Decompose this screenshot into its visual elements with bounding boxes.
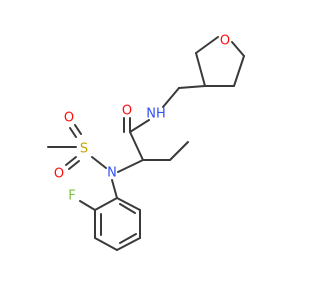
- fluorophenyl-ring: [94, 197, 141, 251]
- amide-nh-label: NH: [146, 107, 166, 122]
- sulfonyl-oxygen-bottom-label: O: [54, 167, 64, 182]
- bond: [94, 237, 118, 251]
- bond: [195, 36, 219, 54]
- bond: [65, 156, 77, 166]
- sulfur-label: S: [80, 142, 88, 157]
- bond: [68, 160, 80, 170]
- bond: [233, 55, 245, 87]
- sulfonamide-nitrogen-label: N: [107, 166, 117, 181]
- thf-ring: [195, 36, 245, 87]
- bond: [94, 197, 118, 211]
- fluorine-label: F: [68, 189, 75, 204]
- bond: [116, 237, 141, 251]
- sulfonyl-oxygen-top-label: O: [64, 111, 74, 126]
- bond: [162, 87, 180, 108]
- bond: [231, 41, 245, 57]
- bond: [129, 119, 150, 133]
- bond: [91, 156, 107, 169]
- bond: [119, 203, 136, 214]
- bond: [195, 52, 206, 87]
- molecule-structure: O O NH O S O N F: [47, 34, 245, 251]
- bond: [129, 131, 144, 161]
- bond: [79, 200, 96, 211]
- ring-oxygen-label: O: [220, 34, 230, 49]
- bond: [69, 127, 77, 138]
- amide-oxygen-label: O: [122, 104, 132, 119]
- bond: [116, 197, 141, 211]
- bond: [117, 159, 144, 173]
- bond: [119, 233, 137, 244]
- bond: [178, 85, 206, 89]
- bond: [111, 179, 118, 199]
- bond: [74, 124, 82, 135]
- bond: [169, 141, 189, 161]
